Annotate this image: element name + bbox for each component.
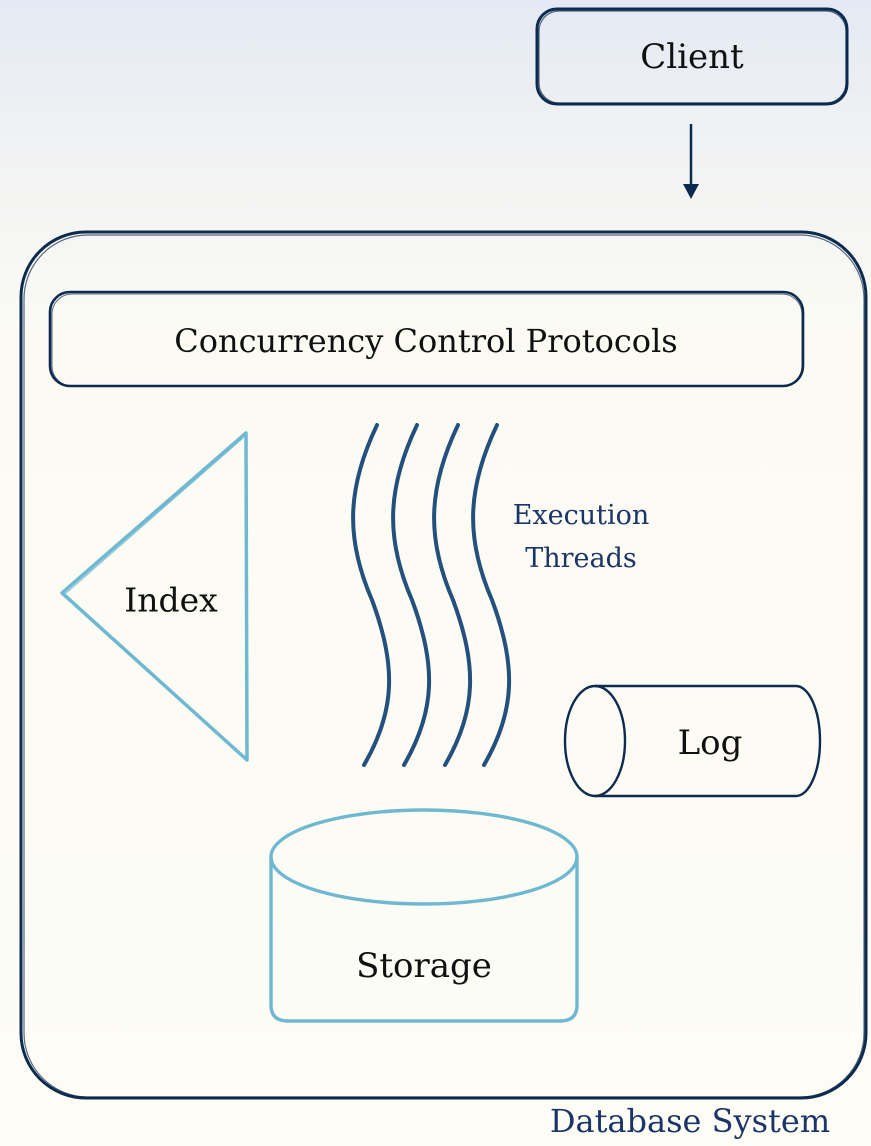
execution-threads-line2: Threads — [525, 543, 637, 574]
log-cylinder — [563, 684, 822, 798]
client-label: Client — [640, 37, 744, 77]
concurrency-box — [48, 290, 805, 388]
database-system-label: Database System — [549, 1102, 831, 1140]
storage-label: Storage — [356, 946, 492, 986]
database-system-box — [19, 230, 868, 1100]
log-label: Log — [677, 723, 743, 763]
request-arrow — [683, 124, 699, 199]
execution-threads-label: Execution Threads — [513, 494, 650, 580]
index-triangle — [60, 431, 249, 762]
execution-threads — [351, 423, 512, 767]
execution-threads-line1: Execution — [512, 499, 650, 531]
thread-line-1 — [351, 423, 392, 767]
storage-cylinder — [269, 808, 579, 1023]
concurrency-control-label: Concurrency Control Protocols — [174, 322, 678, 360]
thread-line-2 — [391, 423, 432, 767]
index-label: Index — [124, 580, 218, 620]
client-box — [535, 7, 849, 106]
thread-line-4 — [471, 423, 512, 767]
thread-line-3 — [432, 423, 473, 767]
